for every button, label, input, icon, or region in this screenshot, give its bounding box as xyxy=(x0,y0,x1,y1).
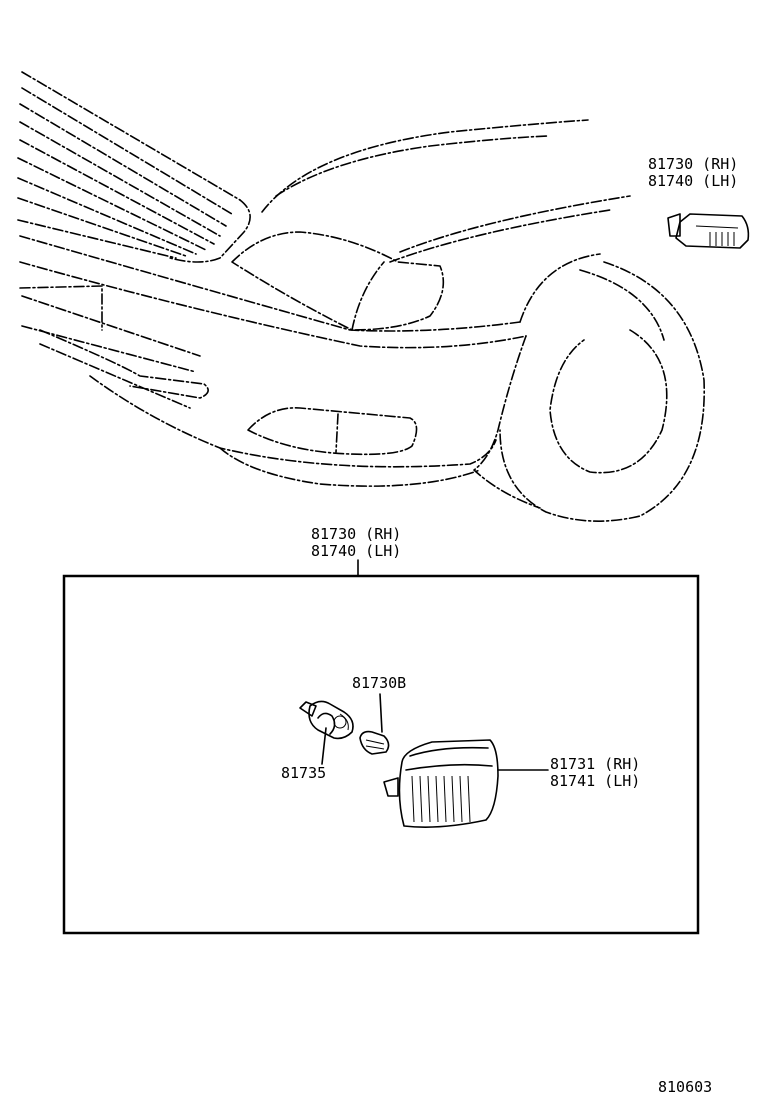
socket-label: 81735 xyxy=(281,764,326,782)
bulb-label: 81730B xyxy=(352,674,406,692)
wedge-bulb-icon xyxy=(359,730,390,755)
lens-rh-label: 81731 (RH) xyxy=(550,755,640,773)
assembly-lh-label: 81740 (LH) xyxy=(311,542,401,560)
exploded-view-frame xyxy=(62,574,700,935)
bulb-leader-line xyxy=(379,693,383,733)
lens-lh-label: 81741 (LH) xyxy=(550,772,640,790)
figure-number: 810603 xyxy=(658,1078,712,1096)
top-callout-lh-label: 81740 (LH) xyxy=(648,172,738,190)
side-marker-lamp-small-icon xyxy=(667,213,750,249)
assembly-rh-label: 81730 (RH) xyxy=(311,525,401,543)
bulb-socket-icon xyxy=(299,700,354,765)
side-marker-lens-icon xyxy=(383,739,499,828)
car-front-outline xyxy=(17,71,705,522)
top-callout-rh-label: 81730 (RH) xyxy=(648,155,738,173)
